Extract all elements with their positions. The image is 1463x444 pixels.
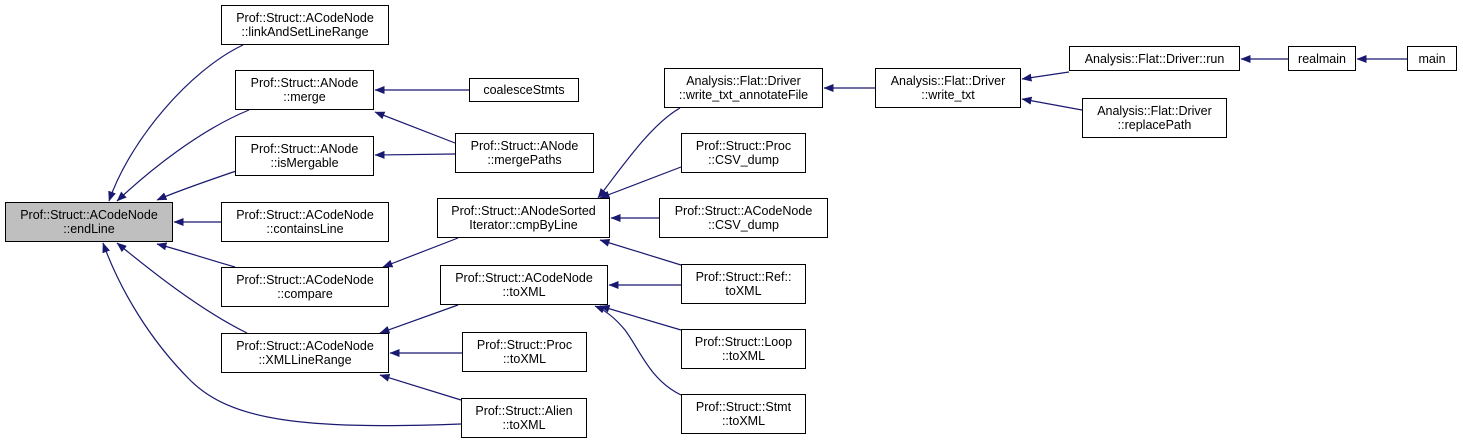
edge-acnToXML-to-XMLLineRange [379,304,459,334]
node-label-line: Analysis::Flat::Driver [890,74,1006,88]
node-alienToXML[interactable]: Prof::Struct::Alien ::toXML [461,398,587,438]
edge-isMergable-to-endLine [156,169,240,201]
node-label-line: ::write_txt [921,88,975,102]
node-label-line: Iterator::cmpByLine [469,218,578,232]
edge-replacePath-to-writeTxt [1021,96,1083,111]
edge-procCSV-to-cmpByLine [599,166,682,199]
node-label-line: ::XMLLineRange [258,353,352,367]
node-compare[interactable]: Prof::Struct::ACodeNode ::compare [221,267,389,307]
node-label-line: Prof::Struct::ACodeNode [674,204,813,218]
node-label-line: ::toXML [502,418,546,432]
node-label-line: ::CSV_dump [708,218,779,232]
node-label-line: Prof::Struct::Stmt [695,400,792,414]
node-label-line: Prof::Struct::Ref:: [695,270,792,284]
edge-run-to-writeTxt [1021,71,1070,82]
edge-loopToXML-to-acnToXML [599,304,682,331]
node-label-line: Prof::Struct::ACodeNode [20,208,158,222]
node-label-line: Prof::Struct::ANode [470,139,579,153]
node-refToXML[interactable]: Prof::Struct::Ref:: toXML [681,264,806,304]
node-label-line: Prof::Struct::ACodeNode [236,11,374,25]
node-label-line: main [1418,51,1446,66]
node-label-line: realmain [1298,51,1346,66]
edge-refToXML-to-cmpByLine [599,238,682,266]
node-cmpByLine[interactable]: Prof::Struct::ANodeSorted Iterator::cmpB… [437,198,610,238]
node-label-line: Analysis::Flat::Driver::run [1084,51,1225,66]
node-label-line: ::toXML [721,349,766,363]
node-label-line: Prof::Struct::Loop [694,335,793,349]
node-procCSV[interactable]: Prof::Struct::Proc ::CSV_dump [681,133,806,173]
node-label-line: ::CSV_dump [708,153,779,167]
node-label-line: ::endLine [63,222,115,236]
node-label-line: Prof::Struct::Proc [476,338,573,352]
node-procToXML[interactable]: Prof::Struct::Proc ::toXML [462,332,587,372]
edge-mergePaths-to-merge [374,111,456,144]
node-label-line: Prof::Struct::ANode [250,142,359,156]
node-label-line: Prof::Struct::ACodeNode [236,273,374,287]
node-writeTxtAnnotateFile[interactable]: Analysis::Flat::Driver ::write_txt_annot… [664,68,823,108]
node-containsLine[interactable]: Prof::Struct::ACodeNode ::containsLine [221,202,389,242]
node-replacePath[interactable]: Analysis::Flat::Driver ::replacePath [1082,98,1227,138]
node-isMergable[interactable]: Prof::Struct::ANode ::isMergable [235,136,374,176]
node-label-line: ::toXML [502,352,547,366]
node-label-line: ::merge [283,90,326,104]
node-run[interactable]: Analysis::Flat::Driver::run [1069,46,1240,71]
edge-alienToXML-to-endLine [102,242,462,427]
node-main[interactable]: main [1407,46,1457,71]
node-coalesceStmts[interactable]: coalesceStmts [469,78,579,102]
node-label-line: Analysis::Flat::Driver [1097,104,1212,118]
node-label-line: Prof::Struct::ANodeSorted [451,204,596,218]
node-label-line: ::containsLine [266,222,344,236]
node-label-line: Prof::Struct::ACodeNode [455,271,593,285]
node-label-line: Prof::Struct::Alien [475,404,573,418]
edge-cmpByLine-to-compare [382,237,459,268]
edge-merge-to-endLine [116,109,250,202]
node-label-line: ::replacePath [1117,118,1192,132]
edge-mergePaths-to-isMergable [374,150,456,159]
edge-alienToXML-to-XMLLineRange [379,373,462,401]
node-label-line: coalesceStmts [483,83,565,97]
node-stmtToXML[interactable]: Prof::Struct::Stmt ::toXML [681,394,806,434]
node-realmain[interactable]: realmain [1288,46,1356,71]
node-label-line: Analysis::Flat::Driver [686,74,801,88]
edge-writeTxtAnnotateFile-to-cmpByLine [597,107,681,199]
node-label-line: ::toXML [721,414,766,428]
node-label-line: ::write_txt_annotateFile [678,88,809,102]
edge-compare-to-endLine [156,242,236,268]
node-endLine: Prof::Struct::ACodeNode ::endLine [5,202,173,242]
node-label-line: Prof::Struct::ACodeNode [236,339,374,353]
node-acnToXML[interactable]: Prof::Struct::ACodeNode ::toXML [440,265,608,305]
edge-stmtToXML-to-acnToXML [594,305,682,396]
node-label-line: Prof::Struct::ANode [250,76,359,90]
node-label-line: ::isMergable [270,156,339,170]
node-acnCSV[interactable]: Prof::Struct::ACodeNode ::CSV_dump [659,198,828,238]
edge-XMLLineRange-to-endLine [116,242,248,334]
node-label-line: ::mergePaths [487,153,562,167]
node-merge[interactable]: Prof::Struct::ANode ::merge [235,70,374,110]
node-mergePaths[interactable]: Prof::Struct::ANode ::mergePaths [455,133,594,173]
node-XMLLineRange[interactable]: Prof::Struct::ACodeNode ::XMLLineRange [221,333,389,373]
node-label-line: Prof::Struct::Proc [695,139,792,153]
node-writeTxt[interactable]: Analysis::Flat::Driver ::write_txt [875,68,1021,108]
edge-linkAndSetLineRange-to-endLine [108,44,244,202]
node-label-line: toXML [725,284,762,298]
node-label-line: ::toXML [502,285,546,299]
node-label-line: Prof::Struct::ACodeNode [236,208,374,222]
node-label-line: ::linkAndSetLineRange [241,25,369,39]
node-label-line: ::compare [277,287,333,301]
node-loopToXML[interactable]: Prof::Struct::Loop ::toXML [681,329,806,369]
node-linkAndSetLineRange[interactable]: Prof::Struct::ACodeNode ::linkAndSetLine… [221,5,389,45]
